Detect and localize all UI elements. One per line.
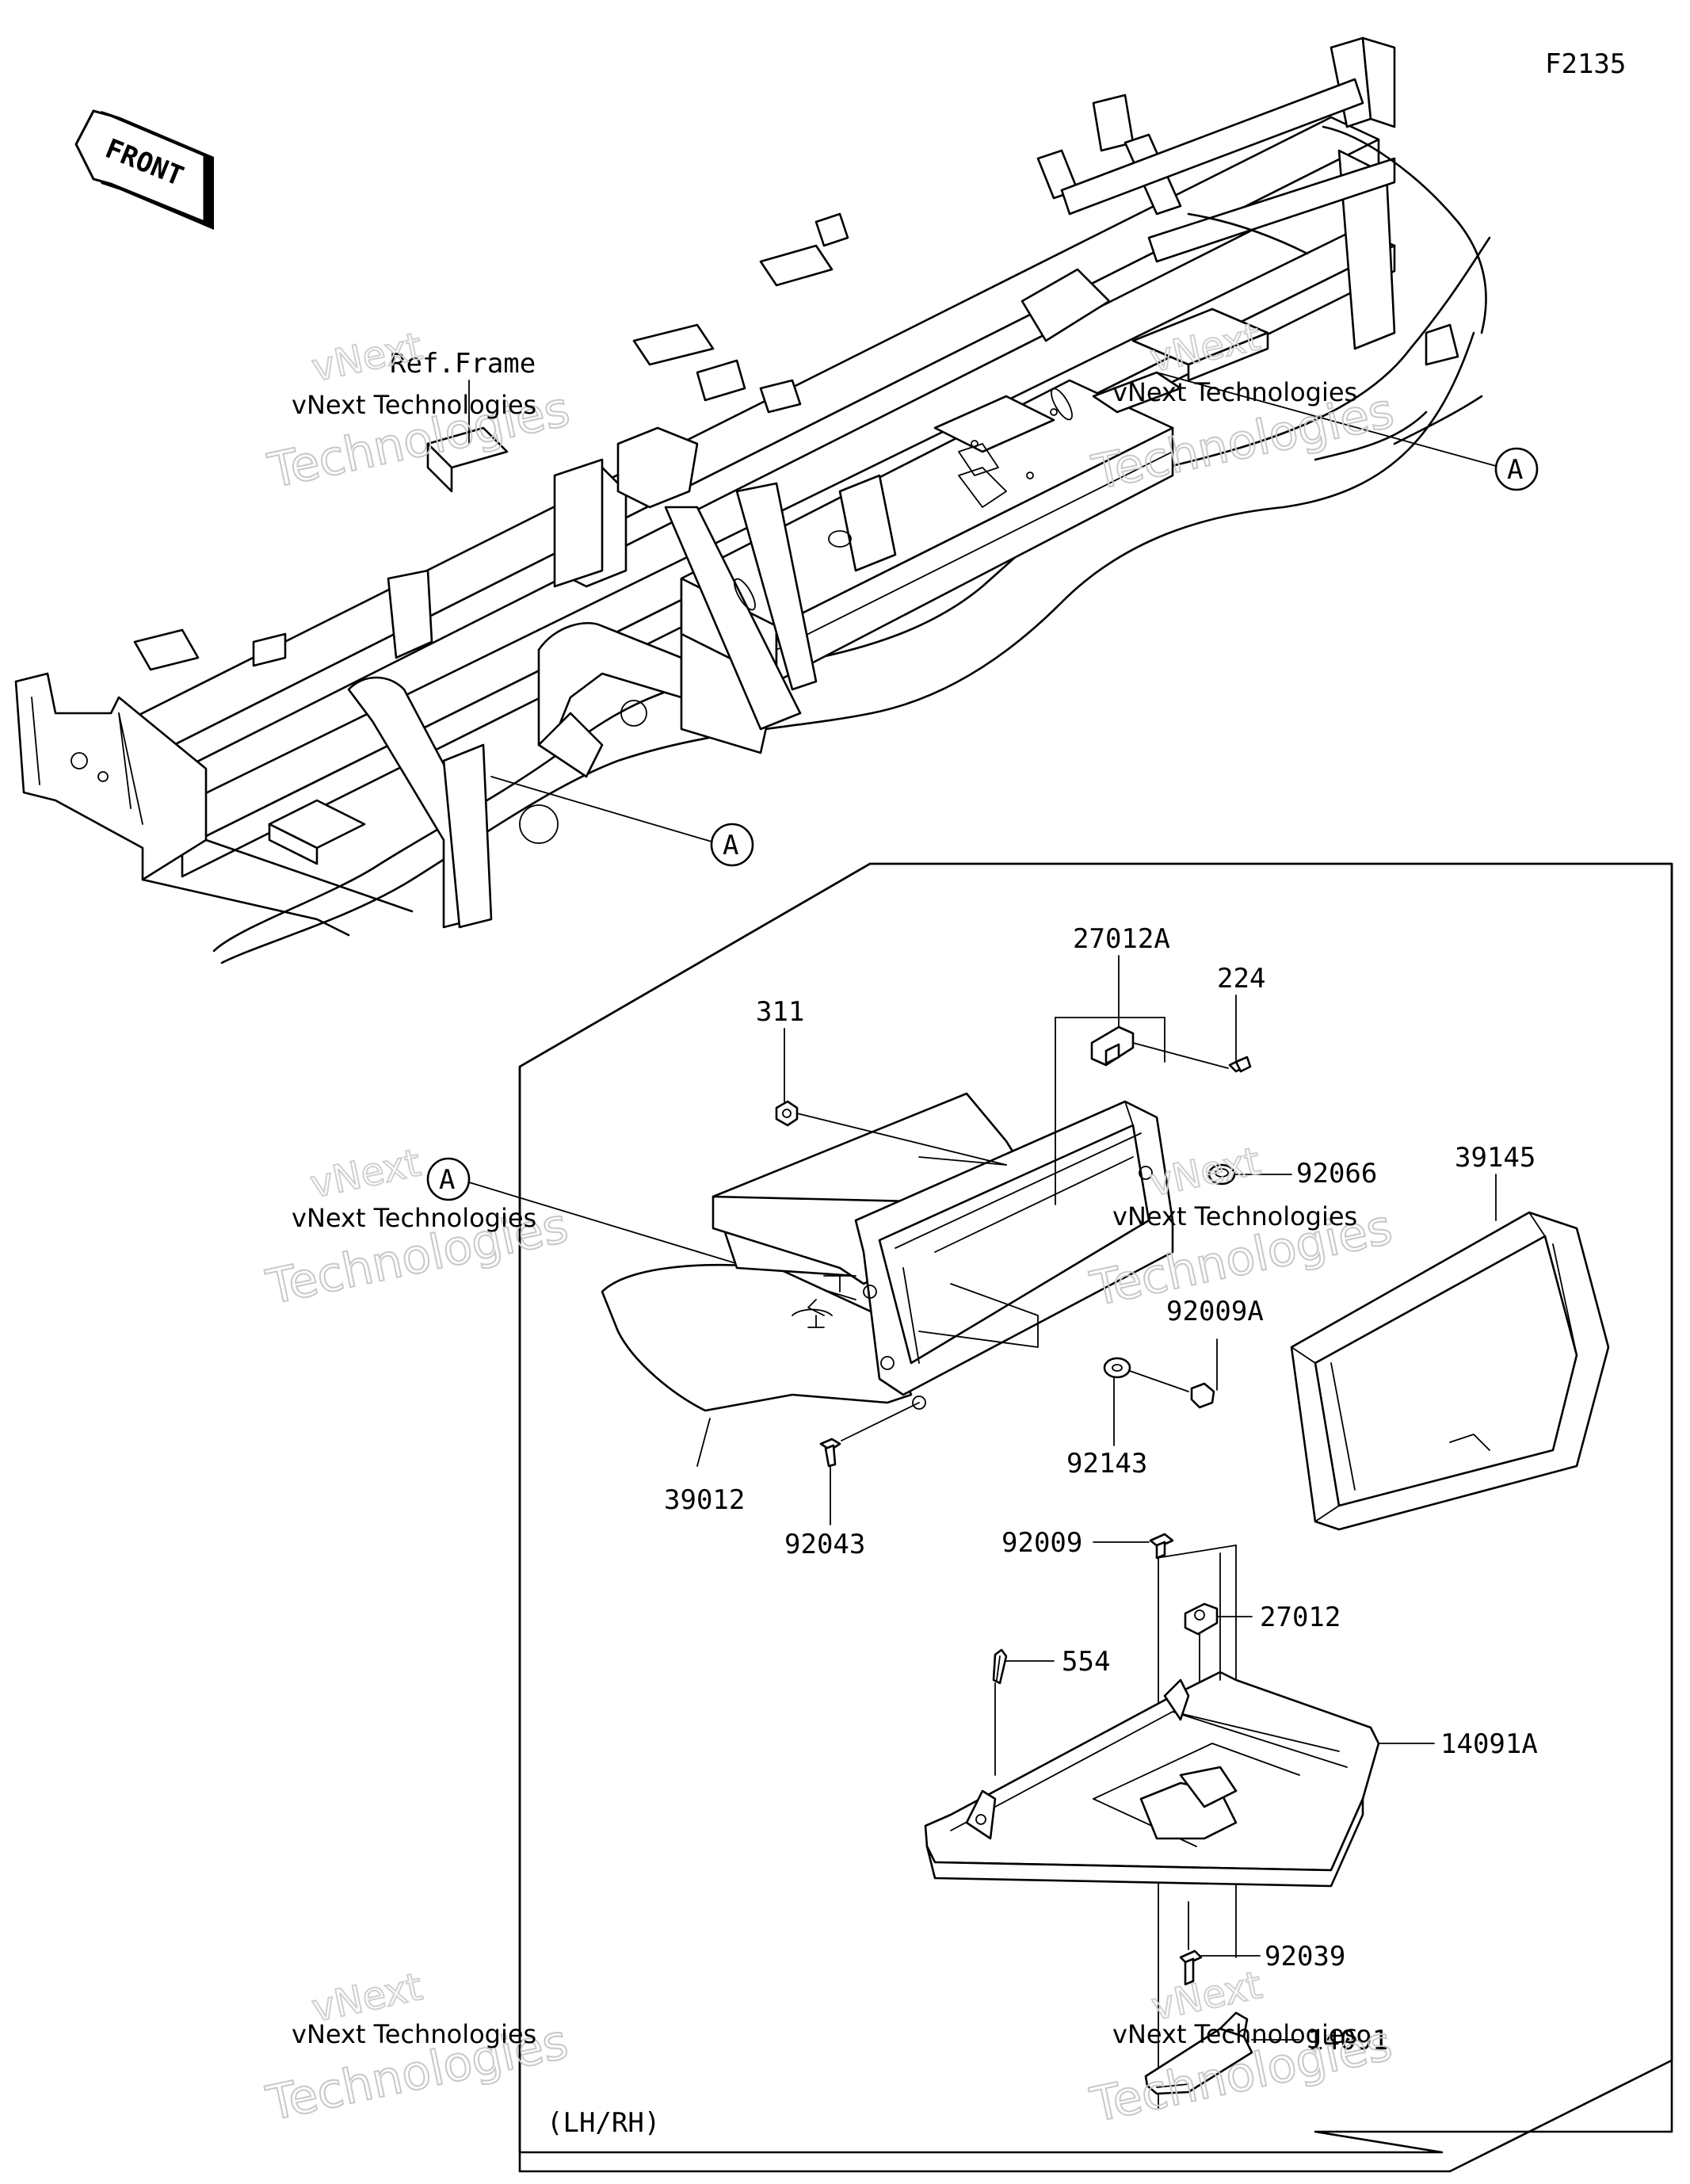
callout-92143: 92143 [1066,1448,1147,1480]
diagram-code: F2135 [1545,48,1626,80]
part-39145-frame [1290,1211,1610,1531]
svg-text:A: A [1507,454,1523,486]
part-14091-latch [1144,2011,1253,2095]
ref-marker-a-frame: A [710,823,754,867]
ref-marker-leader [490,776,712,842]
detail-box-outline [518,862,1673,2173]
callout-14091: 14091 [1307,2025,1388,2056]
ref-marker-leader [1156,372,1497,467]
svg-text:vNext: vNext [1146,1139,1265,1205]
part-92066-grommet [1207,1163,1236,1186]
svg-text:A: A [439,1164,455,1196]
callout-92066: 92066 [1296,1158,1377,1189]
watermark-text: vNext Technologies [1112,377,1357,407]
ref-marker-a-top: A [1494,447,1539,491]
callout-554: 554 [1062,1646,1110,1678]
part-27012A-clip [1090,1025,1135,1067]
watermark-text: vNext Technologies [1112,1201,1357,1231]
part-14091A-lid [924,1670,1380,1888]
callout-27012A: 27012A [1073,923,1170,955]
callout-92009: 92009 [1001,1527,1082,1559]
ref-frame-label: Ref.Frame [390,348,536,380]
callout-92043: 92043 [784,1529,865,1560]
part-92039-screw [1179,1949,1203,1986]
part-311-nut [775,1100,799,1127]
watermark-text: vNext Technologies [1112,2019,1357,2049]
callout-39145: 39145 [1455,1142,1535,1174]
ref-marker-a-detail: A [426,1157,471,1201]
part-92043-pin [819,1438,841,1468]
vehicle-frame [14,36,1491,964]
part-39012-storage-box [601,1092,1174,1412]
svg-text:vNext: vNext [308,324,426,391]
callout-92039: 92039 [1265,1941,1345,1972]
part-554-pin [992,1648,1008,1685]
callout-92009A: 92009A [1166,1296,1264,1327]
part-27012-clip [1184,1602,1219,1636]
part-92009A-bolt [1190,1382,1215,1409]
watermark-text: vNext Technologies [292,390,536,420]
callout-27012: 27012 [1260,1602,1341,1633]
front-arrow-icon: FRONT [74,109,214,230]
view-note: (LH/RH) [547,2107,660,2139]
part-92143-collar [1103,1357,1131,1379]
svg-text:A: A [723,830,738,861]
callout-39012: 39012 [664,1484,745,1516]
watermark-text: vNext Technologies [292,2019,536,2049]
callout-224: 224 [1217,963,1265,995]
callout-311: 311 [756,996,804,1028]
svg-text:vNext: vNext [307,1140,425,1207]
part-224-screw [1228,1056,1252,1073]
callout-14091A: 14091A [1440,1728,1538,1760]
watermark-text: vNext Technologies [292,1203,536,1233]
part-92009-screw [1149,1533,1174,1560]
